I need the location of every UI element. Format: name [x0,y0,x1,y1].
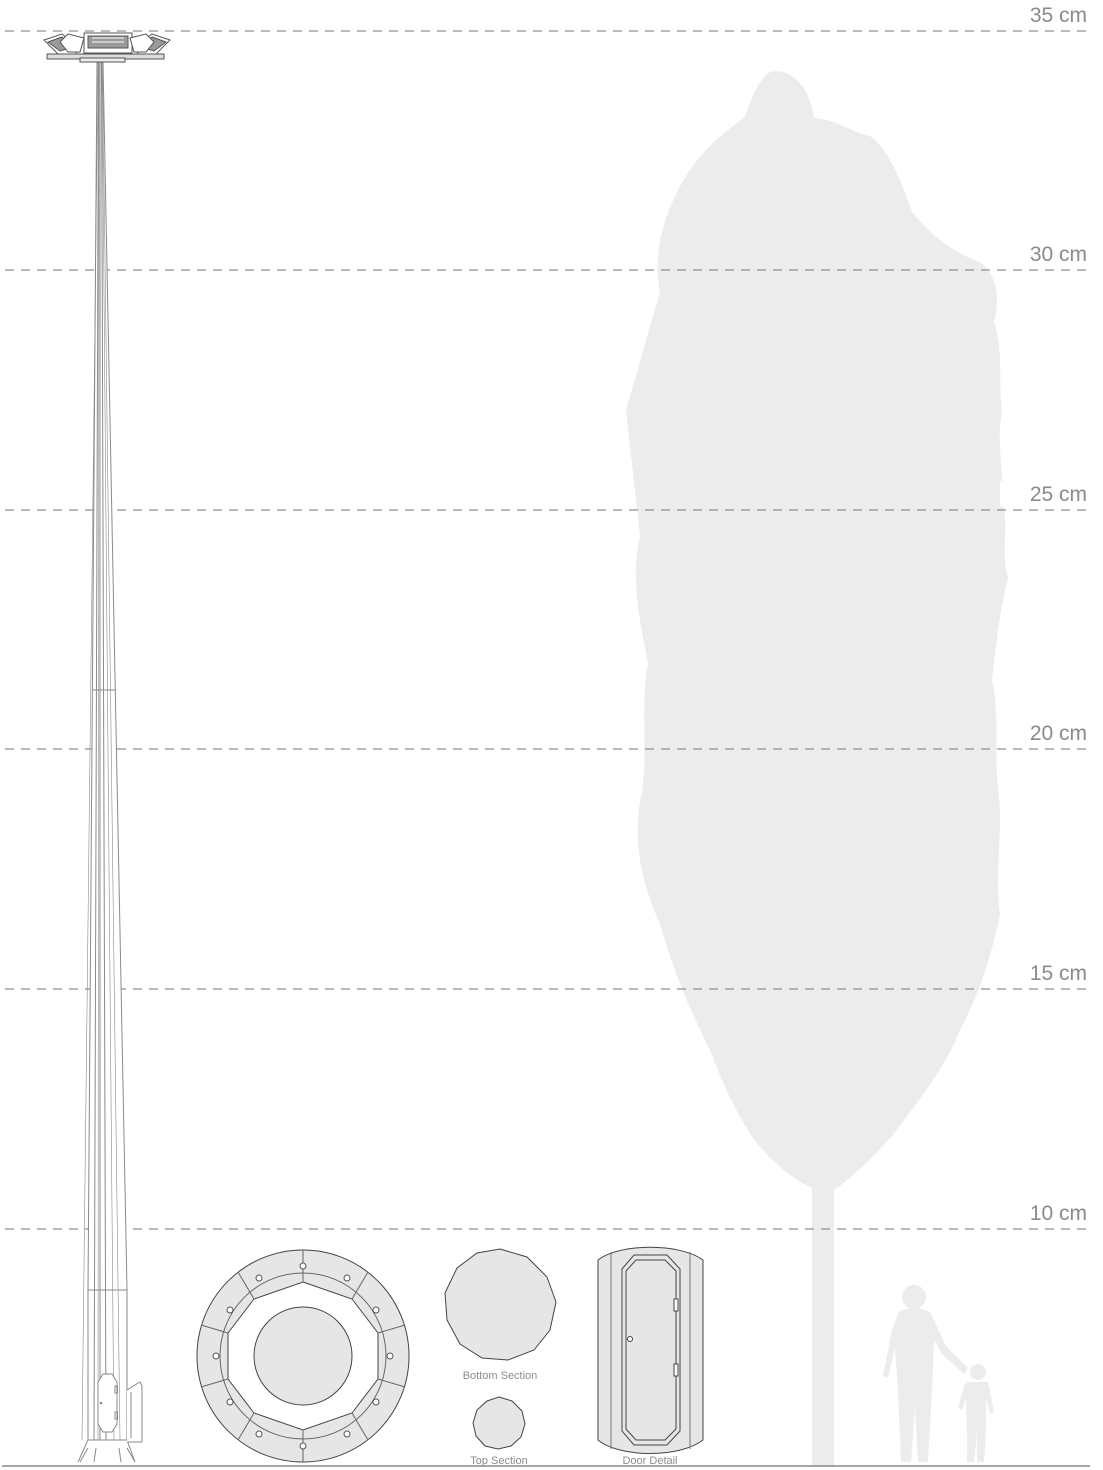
scale-label-20cm: 20 cm [1030,722,1087,745]
high-mast-pole [77,61,143,1463]
door-detail-caption: Door Detail [622,1455,677,1467]
door-detail: Door Detail [597,1246,704,1467]
tree-silhouette [626,71,1008,1466]
scale-line-30cm: 30 cm [5,241,1092,271]
scale-line-35cm: 35 cm [5,4,1092,32]
scale-line-20cm: 20 cm [5,720,1092,750]
scale-lines: 35 cm 30 cm 25 cm 20 cm 15 cm 10 cm [5,4,1092,1230]
top-section-caption: Top Section [470,1455,527,1467]
bottom-section-caption: Bottom Section [463,1370,538,1382]
people-silhouette [883,1285,994,1462]
scale-label-35cm: 35 cm [1030,4,1087,27]
scale-line-25cm: 25 cm [5,481,1092,511]
bottom-section-plan: Bottom Section [444,1248,557,1382]
lamp-head [43,32,171,63]
base-flange-plan [196,1249,410,1463]
scale-label-30cm: 30 cm [1030,243,1087,266]
scale-label-15cm: 15 cm [1030,962,1087,985]
scale-line-10cm: 10 cm [5,1200,1092,1230]
top-section-plan: Top Section [470,1396,528,1467]
scale-label-25cm: 25 cm [1030,483,1087,506]
scale-label-10cm: 10 cm [1030,1202,1087,1225]
scale-line-15cm: 15 cm [5,960,1092,990]
